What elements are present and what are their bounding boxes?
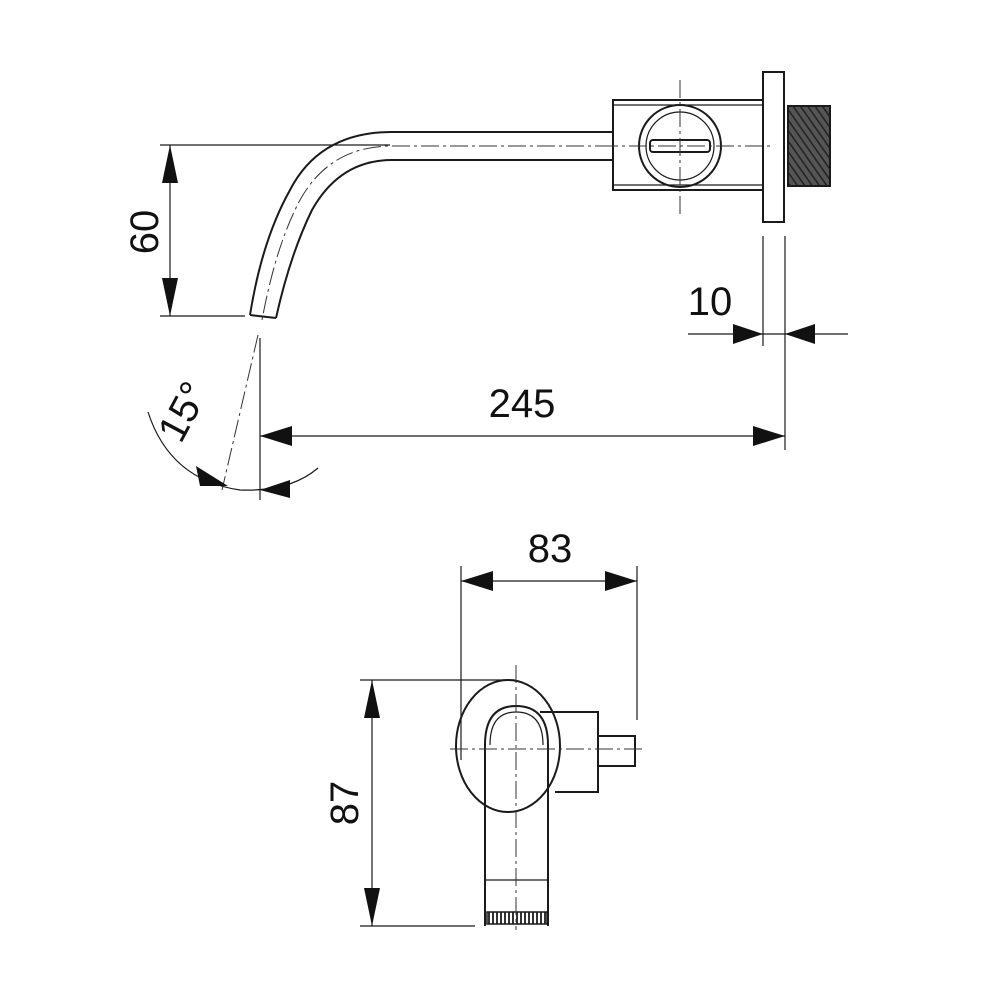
spout-outline <box>249 131 613 316</box>
dim-83-label: 83 <box>528 527 573 571</box>
front-view: 83 87 <box>323 527 645 930</box>
dim-87-label: 87 <box>323 781 367 826</box>
threaded-connector <box>787 105 831 187</box>
dim-245-label: 245 <box>489 382 556 426</box>
side-view: 60 10 245 15° <box>123 71 848 500</box>
wall-plate <box>762 71 785 223</box>
escutcheon-plate <box>455 679 561 813</box>
dim-angle-label: 15° <box>150 375 217 449</box>
dim-60-label: 60 <box>123 210 167 255</box>
valve-stub <box>597 735 636 767</box>
dim-10-label: 10 <box>688 280 733 324</box>
spout-inner-outline <box>275 159 613 319</box>
aerator <box>486 911 548 925</box>
